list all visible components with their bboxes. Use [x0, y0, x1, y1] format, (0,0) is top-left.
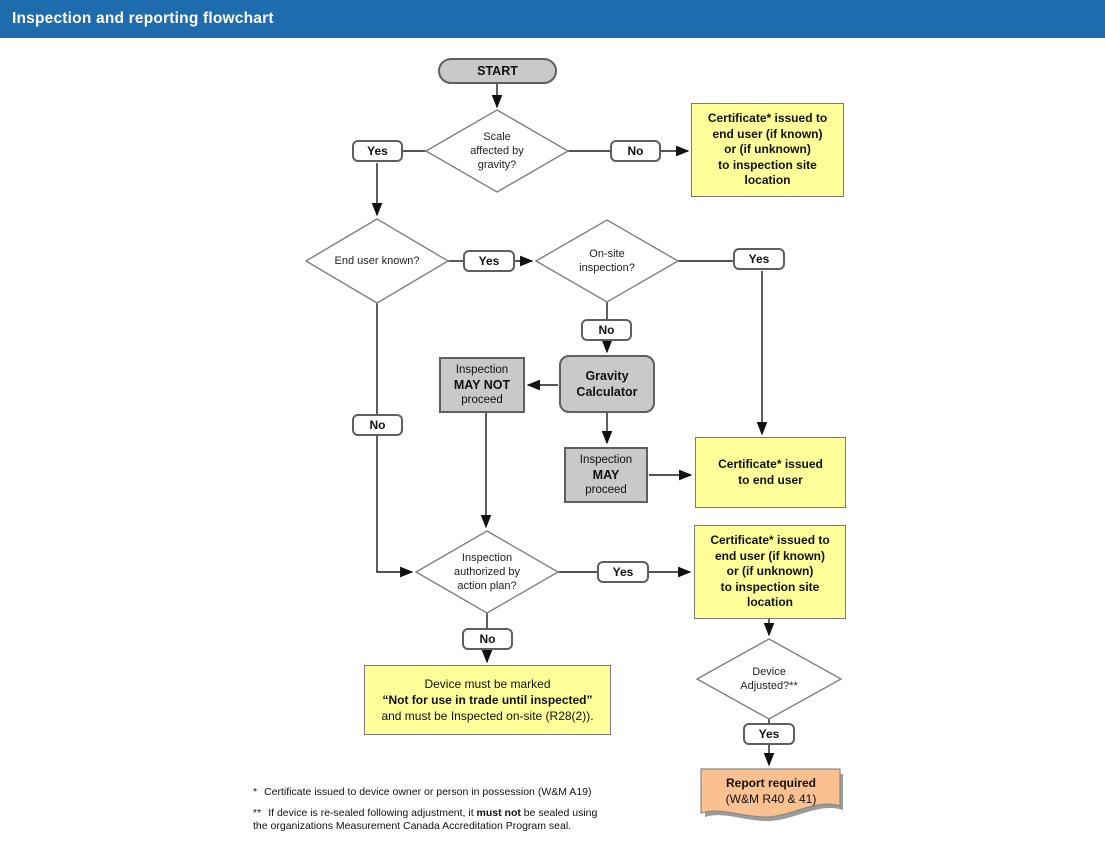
onsite-decision-label: On-site inspection? — [579, 248, 635, 274]
yes-label-authorized: Yes — [597, 561, 649, 583]
page-title: Inspection and reporting flowchart — [12, 10, 274, 27]
yes-label-enduser: Yes — [463, 250, 515, 272]
enduser-decision-shape — [304, 218, 450, 304]
footnote2-pre: If device is re-sealed following adjustm… — [268, 807, 477, 819]
yes-label-adjusted: Yes — [743, 723, 795, 745]
may-not-line3: proceed — [461, 393, 503, 406]
device-marked-note: Device must be marked “Not for use in tr… — [364, 665, 611, 735]
gravity-decision-label: Scale affected by gravity? — [470, 131, 524, 171]
inspection-may-not-proceed-node: Inspection MAY NOT proceed — [439, 357, 525, 413]
footnote2-post: be sealed using the organizations Measur… — [253, 807, 598, 832]
device-marked-line3: and must be Inspected on-site (R28(2)). — [381, 709, 594, 723]
footnote1-marker: * — [253, 786, 258, 798]
title-bar: Inspection and reporting flowchart — [0, 0, 1105, 38]
footnote-certificate: * Certificate issued to device owner or p… — [253, 786, 613, 799]
enduser-decision-label: End user known? — [334, 255, 420, 267]
may-line2: MAY — [592, 467, 620, 482]
yes-label-onsite: Yes — [733, 248, 785, 270]
no-label-gravity: No — [610, 140, 661, 162]
may-line3: proceed — [585, 483, 627, 496]
onsite-decision-shape — [534, 219, 680, 303]
device-marked-line2: “Not for use in trade until inspected” — [382, 693, 593, 707]
gravity-decision-shape — [424, 109, 570, 193]
edge-no3-to-auth — [376, 436, 414, 578]
gravity-calculator-node: Gravity Calculator — [559, 355, 655, 413]
yes-label-gravity: Yes — [352, 140, 403, 162]
may-not-line2: MAY NOT — [453, 377, 511, 392]
report-line1: Report required — [725, 776, 816, 790]
no-label-authorized: No — [462, 628, 513, 650]
footnote-reseal: ** If device is re-sealed following adjus… — [253, 807, 605, 833]
no-label-onsite: No — [581, 319, 632, 341]
device-marked-line1: Device must be marked — [424, 677, 551, 691]
certificate-end-user-note: Certificate* issued to end user — [695, 437, 846, 508]
adjusted-decision-label: Device Adjusted?** — [740, 666, 798, 692]
footnote2-bold: must not — [476, 807, 521, 819]
footnote2-marker: ** — [253, 807, 262, 819]
report-required-node: Report required (W&M R40 & 41) — [702, 776, 840, 807]
start-node: START — [438, 58, 557, 84]
may-line1: Inspection — [579, 453, 633, 466]
report-document-shape — [700, 768, 841, 818]
authorized-decision-label: Inspection authorized by action plan? — [453, 552, 521, 592]
report-line2: (W&M R40 & 41) — [725, 791, 817, 806]
inspection-may-proceed-node: Inspection MAY proceed — [564, 447, 648, 503]
no-label-enduser: No — [352, 414, 403, 436]
authorized-decision-shape — [414, 530, 560, 614]
footnote1-text: Certificate issued to device owner or pe… — [264, 786, 592, 798]
adjusted-decision-shape — [695, 638, 843, 720]
certificate-full-note-top: Certificate* issued to end user (if know… — [691, 103, 844, 197]
certificate-full-note-bottom: Certificate* issued to end user (if know… — [694, 525, 846, 619]
may-not-line1: Inspection — [455, 363, 509, 376]
